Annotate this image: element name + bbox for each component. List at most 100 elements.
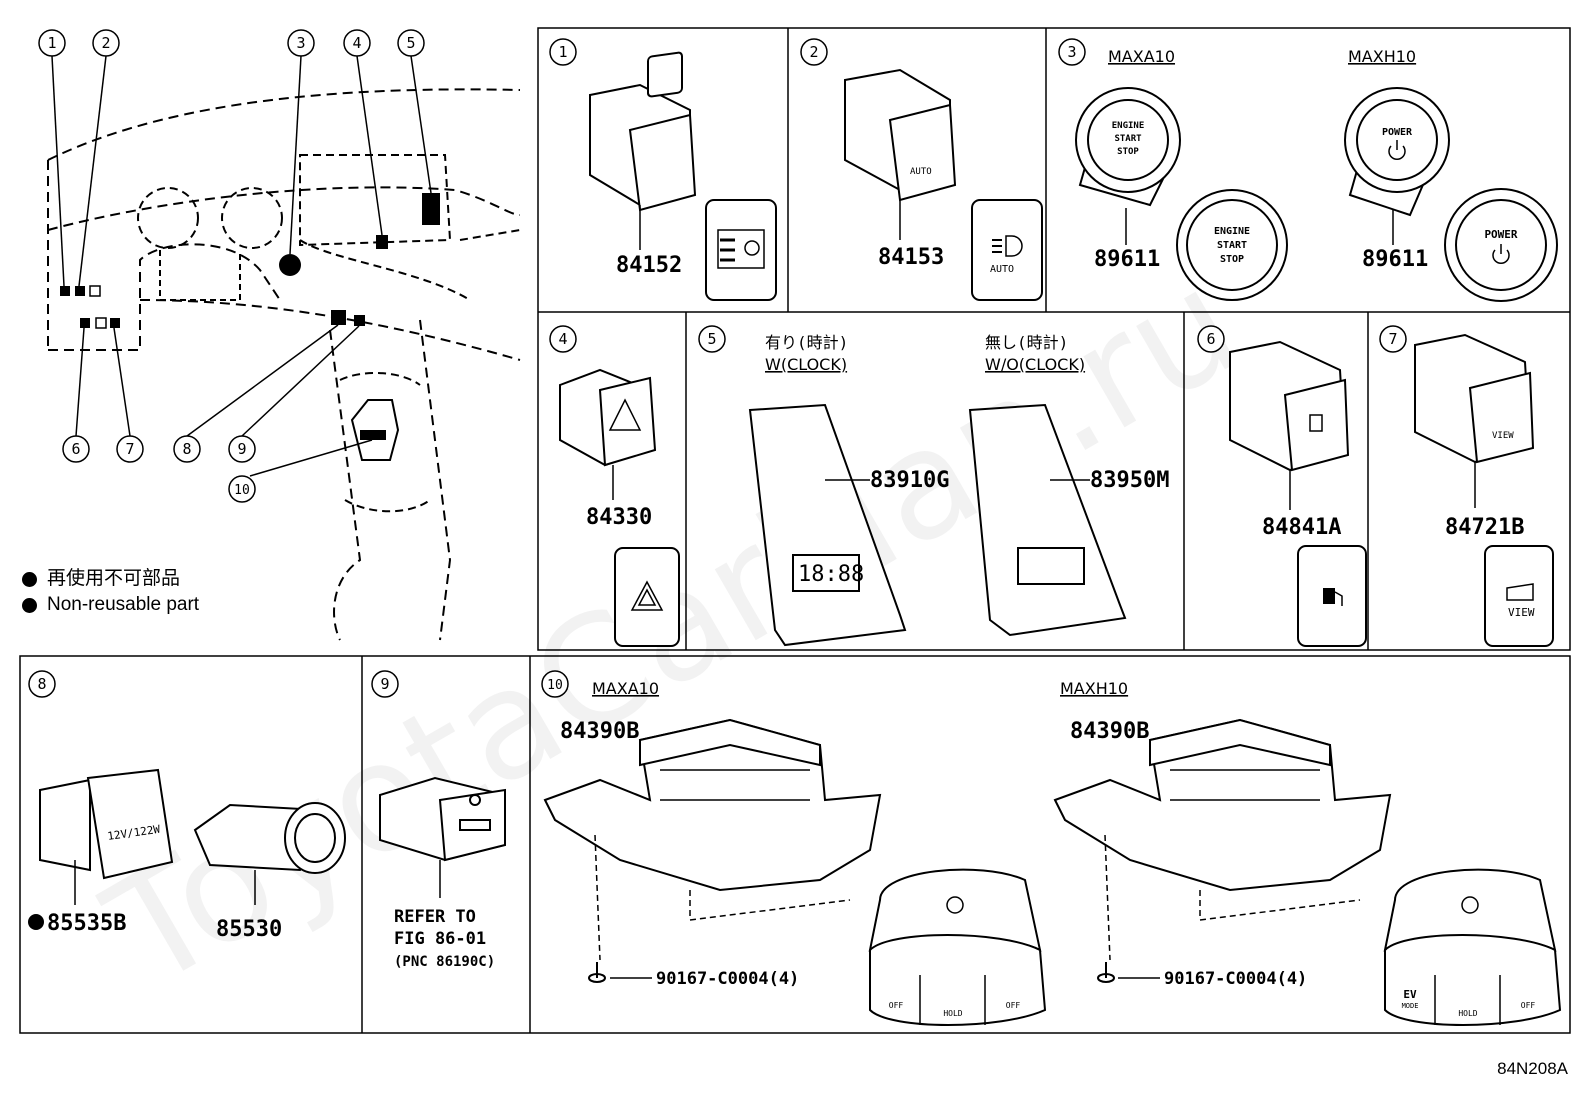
panel-3-start-face-text: ENGINE START STOP: [1214, 226, 1250, 265]
panel-3-power-label-b: POWER: [1382, 127, 1413, 138]
hold-label-a: HOLD: [943, 1009, 962, 1018]
panel-4-part-number: 84330: [586, 505, 652, 530]
overview-leaders: [51, 55, 432, 477]
callout-1: 1: [47, 34, 56, 52]
ev-mode-label: MODE: [1402, 1002, 1419, 1010]
panel-10-console-switch-b: [1053, 718, 1392, 961]
panel-2-part-number: 84153: [878, 245, 944, 270]
panel-10-brake-cover-b: [1383, 868, 1562, 1026]
panel-1-num: 1: [558, 43, 567, 61]
panel-6-part-number: 84841A: [1262, 515, 1341, 540]
power-face-icon: [1492, 244, 1510, 265]
panel-1-switch: [589, 51, 697, 250]
panel-3-start-face: [1176, 189, 1288, 301]
panel-10-brake-cover-a: [868, 868, 1047, 1026]
panel-3-power-button-b: [1344, 87, 1450, 245]
callout-2: 2: [101, 34, 110, 52]
panel-number-circles: [28, 38, 1407, 698]
panel-4-icon-box: [614, 547, 680, 647]
callout-9: 9: [237, 440, 246, 458]
non-reusable-marker: [28, 914, 44, 930]
panel-2-switch: [844, 68, 957, 240]
panel-8-cigar-lighter: [193, 802, 346, 905]
drawing-code: 84N208A: [1497, 1059, 1568, 1078]
panel-7-box-label: VIEW: [1508, 606, 1535, 619]
screw-b: [1097, 962, 1115, 983]
stop-label: STOP: [1117, 147, 1139, 157]
panel-2-icon-box: [971, 199, 1043, 301]
start-label: START: [1114, 134, 1142, 144]
off-label-b: OFF: [1521, 1001, 1536, 1010]
callout-5: 5: [406, 34, 415, 52]
legend-dot-icon: [22, 571, 37, 587]
panel-10-variant-a: MAXA10: [592, 679, 659, 698]
panel-9-refer: REFER TO FIG 86-01 (PNC 86190C): [394, 907, 495, 970]
callout-circles: [38, 29, 425, 503]
panel-10-screw-b: 90167-C0004(4): [1164, 969, 1307, 989]
panel-5-climate-panel-a: [748, 403, 907, 647]
panel-1-part-number: 84152: [616, 253, 682, 278]
callout-numbers: 1 2 3 4 5 6 7 8 9 10: [47, 34, 415, 498]
off-label-a2: OFF: [1006, 1001, 1021, 1010]
callout-4: 4: [352, 34, 361, 52]
callout-7: 7: [125, 440, 134, 458]
panel-5-without-en: W/O(CLOCK): [985, 355, 1085, 374]
legend: 再使用不可部品 Non-reusable part: [22, 566, 199, 618]
panel-6-icon-box: [1297, 545, 1367, 647]
panel-8-num: 8: [37, 675, 46, 693]
power-icon: [1388, 140, 1406, 161]
ev-label: EV: [1403, 988, 1417, 1001]
refer-line-1: REFER TO: [394, 907, 476, 927]
panel-10-num: 10: [547, 678, 563, 693]
panel-5-num: 5: [707, 330, 716, 348]
panel-10-part-b: 84390B: [1070, 719, 1149, 744]
panel-9-usb-port: [379, 776, 506, 898]
panel-8-part-b: 85530: [216, 917, 282, 942]
panel-10-screw-a: 90167-C0004(4): [656, 969, 799, 989]
panel-7-num: 7: [1388, 330, 1397, 348]
panel-5-without-jp: 無し(時計): [985, 333, 1068, 352]
panel-10-part-a: 84390B: [560, 719, 639, 744]
refer-line-2: FIG 86-01: [394, 929, 486, 949]
panel-3-num: 3: [1067, 43, 1076, 61]
panel-2-icon-label: AUTO: [910, 167, 932, 177]
start-face-label: START: [1217, 240, 1247, 251]
panel-4-num: 4: [558, 330, 567, 348]
panel-7-part-number: 84721B: [1445, 515, 1524, 540]
legend-dot-icon: [22, 597, 37, 613]
callout-3: 3: [296, 34, 305, 52]
panel-10-labels-a: OFF HOLD OFF: [889, 1001, 1021, 1018]
stop-face-label: STOP: [1220, 254, 1244, 265]
panel-6-fuel-switch: [1229, 340, 1350, 510]
panel-numbers: 1 2 3 4 5 6 7 8 9 10: [37, 43, 1397, 693]
panel-5-clock: 18:88: [798, 562, 864, 587]
panel-6-num: 6: [1206, 330, 1215, 348]
panel-8-socket: [39, 768, 174, 905]
panel-5-climate-panel-b: [968, 403, 1127, 637]
legend-jp: 再使用不可部品: [47, 568, 181, 589]
panel-1-icon-box: [705, 199, 777, 301]
panel-7-view-switch: [1414, 333, 1535, 508]
panel-7-icon-box: [1484, 545, 1554, 647]
panel-3-part-a: 89611: [1094, 247, 1160, 272]
panel-2-box-label: AUTO: [990, 264, 1014, 275]
panel-9-num: 9: [380, 675, 389, 693]
panel-3-variant-b: MAXH10: [1348, 47, 1416, 66]
panel-4-hazard-switch: [559, 368, 657, 500]
panel-grid: [19, 27, 1571, 1034]
panel-10-labels-b: EV MODE HOLD OFF: [1402, 988, 1536, 1018]
panel-3-variant-a: MAXA10: [1108, 47, 1175, 66]
engine-label: ENGINE: [1112, 121, 1145, 131]
off-label-a: OFF: [889, 1001, 904, 1010]
panel-3-power-face-label: POWER: [1484, 228, 1517, 241]
panel-3-start-button-a: [1075, 87, 1181, 245]
hold-label-b: HOLD: [1458, 1009, 1477, 1018]
panel-5-with-jp: 有り(時計): [765, 333, 848, 352]
panel-10-console-switch-a: [543, 718, 882, 961]
panel-3-start-text-a: ENGINE START STOP: [1112, 121, 1145, 157]
panel-2-num: 2: [809, 43, 818, 61]
refer-line-3: (PNC 86190C): [394, 954, 495, 970]
callout-10: 10: [234, 483, 250, 498]
engine-face-label: ENGINE: [1214, 226, 1250, 237]
legend-en: Non-reusable part: [47, 594, 200, 615]
